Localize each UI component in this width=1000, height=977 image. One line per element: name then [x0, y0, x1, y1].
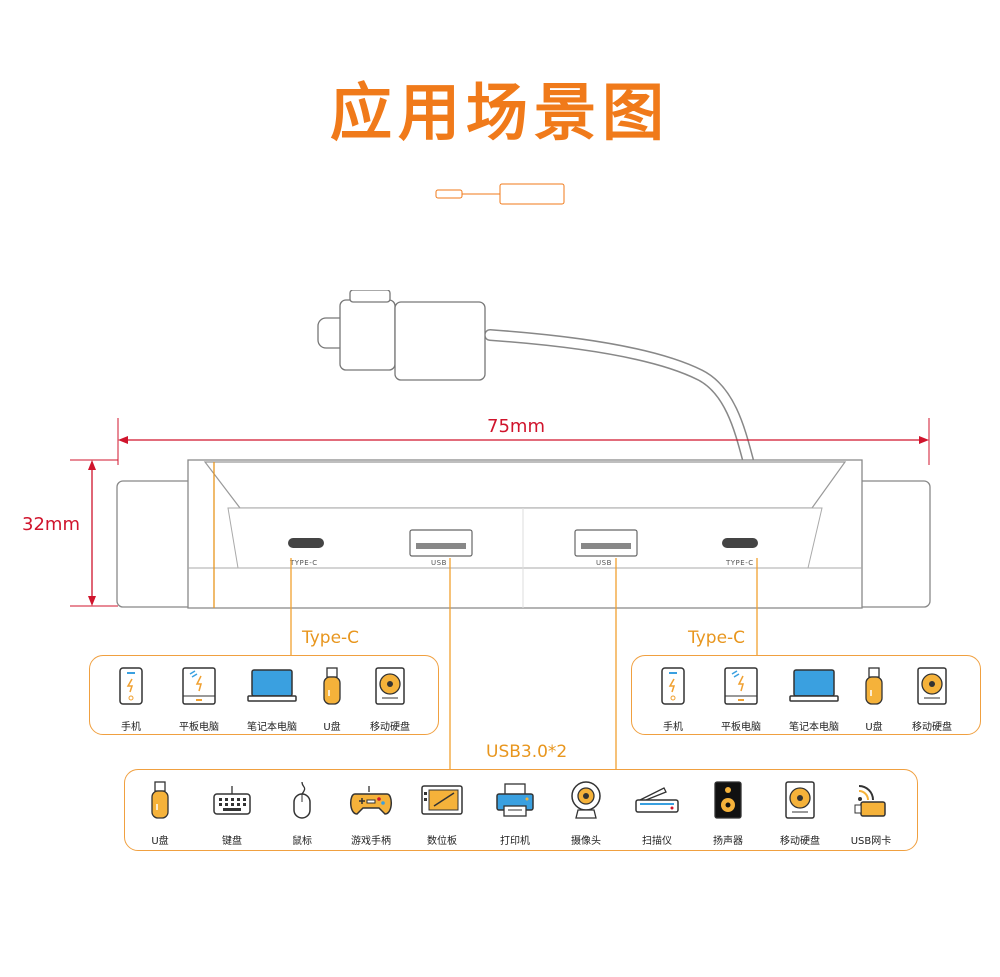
device-usb-network-card: USB网卡 — [834, 776, 908, 847]
device-label: 手机 — [663, 722, 683, 733]
webcam-icon — [571, 781, 601, 819]
device-speaker: 扬声器 — [691, 776, 765, 847]
car-charger-plug — [317, 290, 754, 466]
usb-drive-icon — [323, 667, 341, 705]
drawing-tablet-icon — [421, 785, 463, 815]
gamepad-icon — [350, 786, 392, 815]
device-label: 摄像头 — [571, 836, 601, 847]
device-label: 移动硬盘 — [370, 722, 410, 733]
device-label: 鼠标 — [292, 836, 312, 847]
height-dimension: 32mm — [22, 514, 80, 535]
device-phone: 手机 — [636, 662, 710, 733]
device-laptop: 笔记本电脑 — [235, 662, 309, 733]
group-label-usb: USB3.0*2 — [486, 742, 568, 762]
device-label: 移动硬盘 — [780, 836, 820, 847]
port-label-usb-right: USB — [596, 559, 612, 567]
device-label: 打印机 — [500, 836, 530, 847]
device-webcam: 摄像头 — [549, 776, 623, 847]
device-tablet: 平板电脑 — [162, 662, 236, 733]
usb-drive-icon — [865, 667, 883, 705]
device-label: 笔记本电脑 — [789, 722, 839, 733]
device-label: 键盘 — [222, 836, 242, 847]
device-portable-hdd: 移动硬盘 — [353, 662, 427, 733]
device-label: 扬声器 — [713, 836, 743, 847]
device-portable-hdd: 移动硬盘 — [763, 776, 837, 847]
group-label-typec-right: Type-C — [688, 628, 746, 648]
device-usb-drive: U盘 — [123, 776, 197, 847]
cable-decoration — [435, 183, 565, 205]
tablet-icon — [182, 667, 216, 705]
device-portable-hdd: 移动硬盘 — [895, 662, 969, 733]
device-label: U盘 — [865, 722, 883, 733]
scanner-icon — [635, 787, 679, 813]
laptop-icon — [247, 669, 297, 702]
laptop-icon — [789, 669, 839, 702]
device-label: USB网卡 — [850, 836, 892, 847]
page-title: 应用场景图 — [329, 76, 670, 149]
typec-port-left — [288, 538, 324, 548]
hard-drive-icon — [917, 667, 947, 705]
keyboard-icon — [213, 786, 251, 815]
speaker-icon — [714, 781, 742, 819]
wifi-adapter-icon — [854, 785, 886, 817]
device-mouse: 鼠标 — [265, 776, 339, 847]
port-label-typec-left: TYPE-C — [290, 559, 318, 567]
usb-drive-icon — [151, 781, 169, 819]
device-label: 笔记本电脑 — [247, 722, 297, 733]
device-phone: 手机 — [94, 662, 168, 733]
product-drawing — [70, 290, 931, 609]
device-usb-drive: U盘 — [837, 662, 911, 733]
device-label: 平板电脑 — [721, 722, 761, 733]
device-label: 移动硬盘 — [912, 722, 952, 733]
device-keyboard: 键盘 — [195, 776, 269, 847]
device-label: 游戏手柄 — [351, 836, 391, 847]
device-label: U盘 — [151, 836, 169, 847]
group-label-typec-left: Type-C — [302, 628, 360, 648]
port-label-typec-right: TYPE-C — [726, 559, 754, 567]
port-label-usb-left: USB — [431, 559, 447, 567]
device-gamepad: 游戏手柄 — [334, 776, 408, 847]
device-label: 扫描仪 — [642, 836, 672, 847]
typec-left-device-box: 手机 平板电脑 笔记本电脑 U盘 移动硬盘 — [89, 655, 439, 735]
printer-icon — [496, 783, 534, 817]
device-printer: 打印机 — [478, 776, 552, 847]
device-label: 数位板 — [427, 836, 457, 847]
mouse-icon — [293, 781, 311, 819]
device-usb-drive: U盘 — [295, 662, 369, 733]
device-label: 平板电脑 — [179, 722, 219, 733]
typec-right-device-box: 手机 平板电脑 笔记本电脑 U盘 移动硬盘 — [631, 655, 981, 735]
tablet-icon — [724, 667, 758, 705]
device-laptop: 笔记本电脑 — [777, 662, 851, 733]
usb-device-box: U盘 键盘 鼠标 游戏手柄 数位板 打印机 摄像头 扫描仪 扬声器 移动硬盘 U… — [124, 769, 918, 851]
device-tablet: 平板电脑 — [704, 662, 778, 733]
phone-icon — [119, 667, 143, 705]
hard-drive-icon — [785, 781, 815, 819]
phone-icon — [661, 667, 685, 705]
device-label: 手机 — [121, 722, 141, 733]
width-dimension: 75mm — [487, 416, 545, 437]
device-drawing-tablet: 数位板 — [405, 776, 479, 847]
device-scanner: 扫描仪 — [620, 776, 694, 847]
typec-port-right — [722, 538, 758, 548]
device-label: U盘 — [323, 722, 341, 733]
hard-drive-icon — [375, 667, 405, 705]
